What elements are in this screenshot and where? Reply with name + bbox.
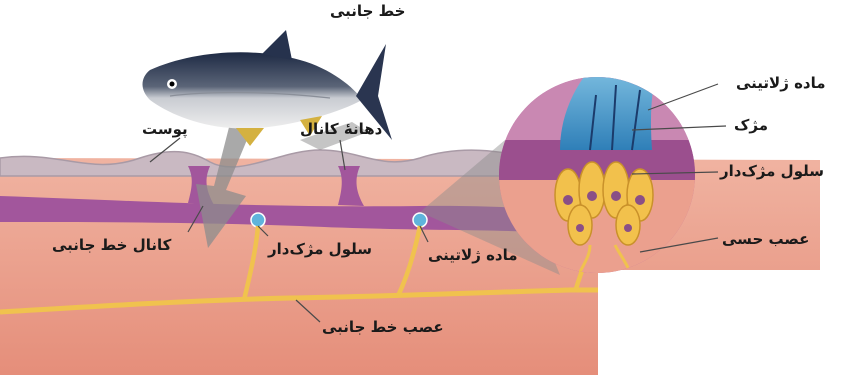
label-canal-opening: دهانهٔ کانال bbox=[300, 120, 382, 138]
neuromast-1 bbox=[251, 213, 265, 227]
label-lateral-line-canal: کانال خط جانبی bbox=[52, 236, 171, 254]
label-lateral-line-title: خط جانبی bbox=[330, 2, 405, 20]
label-sensory-nerve: عصب حسی bbox=[722, 230, 809, 248]
label-gelatinous-top: ماده ژلاتینی bbox=[736, 74, 826, 92]
label-cilium: مژک bbox=[734, 116, 768, 134]
label-skin: پوست bbox=[142, 120, 188, 138]
neuromast-2 bbox=[413, 213, 427, 227]
label-ciliated-cell-zoom: سلول مژک‌دار bbox=[720, 162, 824, 180]
label-gelatinous-bottom: ماده ژلاتینی bbox=[428, 246, 518, 264]
label-ciliated-cell: سلول مژک‌دار bbox=[268, 240, 372, 258]
label-lateral-line-nerve: عصب خط جانبی bbox=[322, 318, 444, 336]
